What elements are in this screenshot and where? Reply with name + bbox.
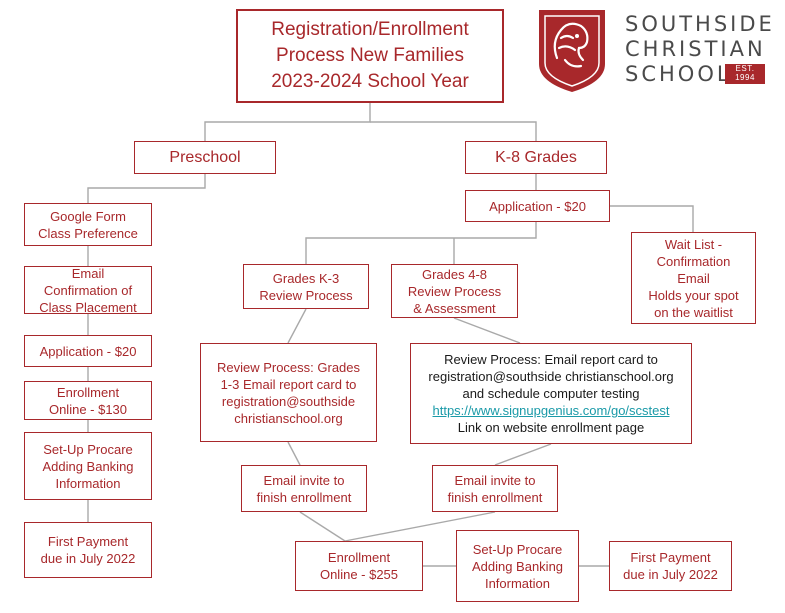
k8-waitlist: Wait List - Confirmation Email Holds you… — [631, 232, 756, 324]
connector-invite-right-enroll — [344, 511, 496, 542]
k8-application: Application - $20 — [465, 190, 610, 222]
preschool-step-first-payment: First Payment due in July 2022 — [24, 522, 152, 578]
lion-shield-icon — [539, 10, 605, 92]
logo-est-year: 1994 — [735, 73, 755, 82]
review-4-8-tail: Link on website enrollment page — [457, 420, 645, 435]
connector-g48-review — [453, 317, 521, 344]
preschool-step-enrollment: Enrollment Online - $130 — [24, 381, 152, 420]
logo-line-school: SCHOOL — [625, 62, 732, 86]
logo-line-christian: CHRISTIAN — [625, 37, 766, 61]
connector-g48review-invite — [494, 443, 552, 466]
signup-genius-link[interactable]: https://www.signupgenius.com/go/scstest — [432, 403, 670, 418]
preschool-step-procare: Set-Up Procare Adding Banking Informatio… — [24, 432, 152, 500]
k8-procare: Set-Up Procare Adding Banking Informatio… — [456, 530, 579, 602]
k8-grades-k3: Grades K-3 Review Process — [243, 264, 369, 309]
connector-k3review-invite — [287, 441, 301, 466]
connector-title-split — [204, 103, 371, 141]
connector-k3-review — [287, 308, 307, 344]
connector-invite-left-enroll — [299, 511, 346, 542]
preschool-step-application: Application - $20 — [24, 335, 152, 367]
connector-application-waitlist — [610, 205, 694, 232]
preschool-step-email-confirmation: Email Confirmation of Class Placement — [24, 266, 152, 315]
k8-enrollment: Enrollment Online - $255 — [295, 541, 423, 591]
k8-k3-review-process: Review Process: Grades 1-3 Email report … — [200, 343, 377, 442]
k8-email-invite-right: Email invite to finish enrollment — [432, 465, 558, 512]
logo-est-label: EST. — [735, 64, 755, 73]
logo-line-southside: SOUTHSIDE — [625, 12, 775, 36]
k8-grades-header: K-8 Grades — [465, 141, 607, 174]
connector-application-split — [305, 222, 537, 264]
preschool-header: Preschool — [134, 141, 276, 174]
review-4-8-text: Review Process: Email report card to reg… — [428, 352, 674, 401]
page-title: Registration/Enrollment Process New Fami… — [236, 9, 504, 103]
k8-first-payment: First Payment due in July 2022 — [609, 541, 732, 591]
school-logo: SOUTHSIDE CHRISTIAN SCHOOL EST. 1994 — [537, 8, 777, 98]
k8-4-8-review-process: Review Process: Email report card to reg… — [410, 343, 692, 444]
k8-grades-4-8: Grades 4-8 Review Process & Assessment — [391, 264, 518, 318]
connector-title-k8 — [370, 121, 537, 141]
logo-est-badge: EST. 1994 — [725, 64, 765, 84]
k8-email-invite-left: Email invite to finish enrollment — [241, 465, 367, 512]
preschool-step-google-form: Google Form Class Preference — [24, 203, 152, 246]
connector-preschool-google — [87, 174, 206, 203]
